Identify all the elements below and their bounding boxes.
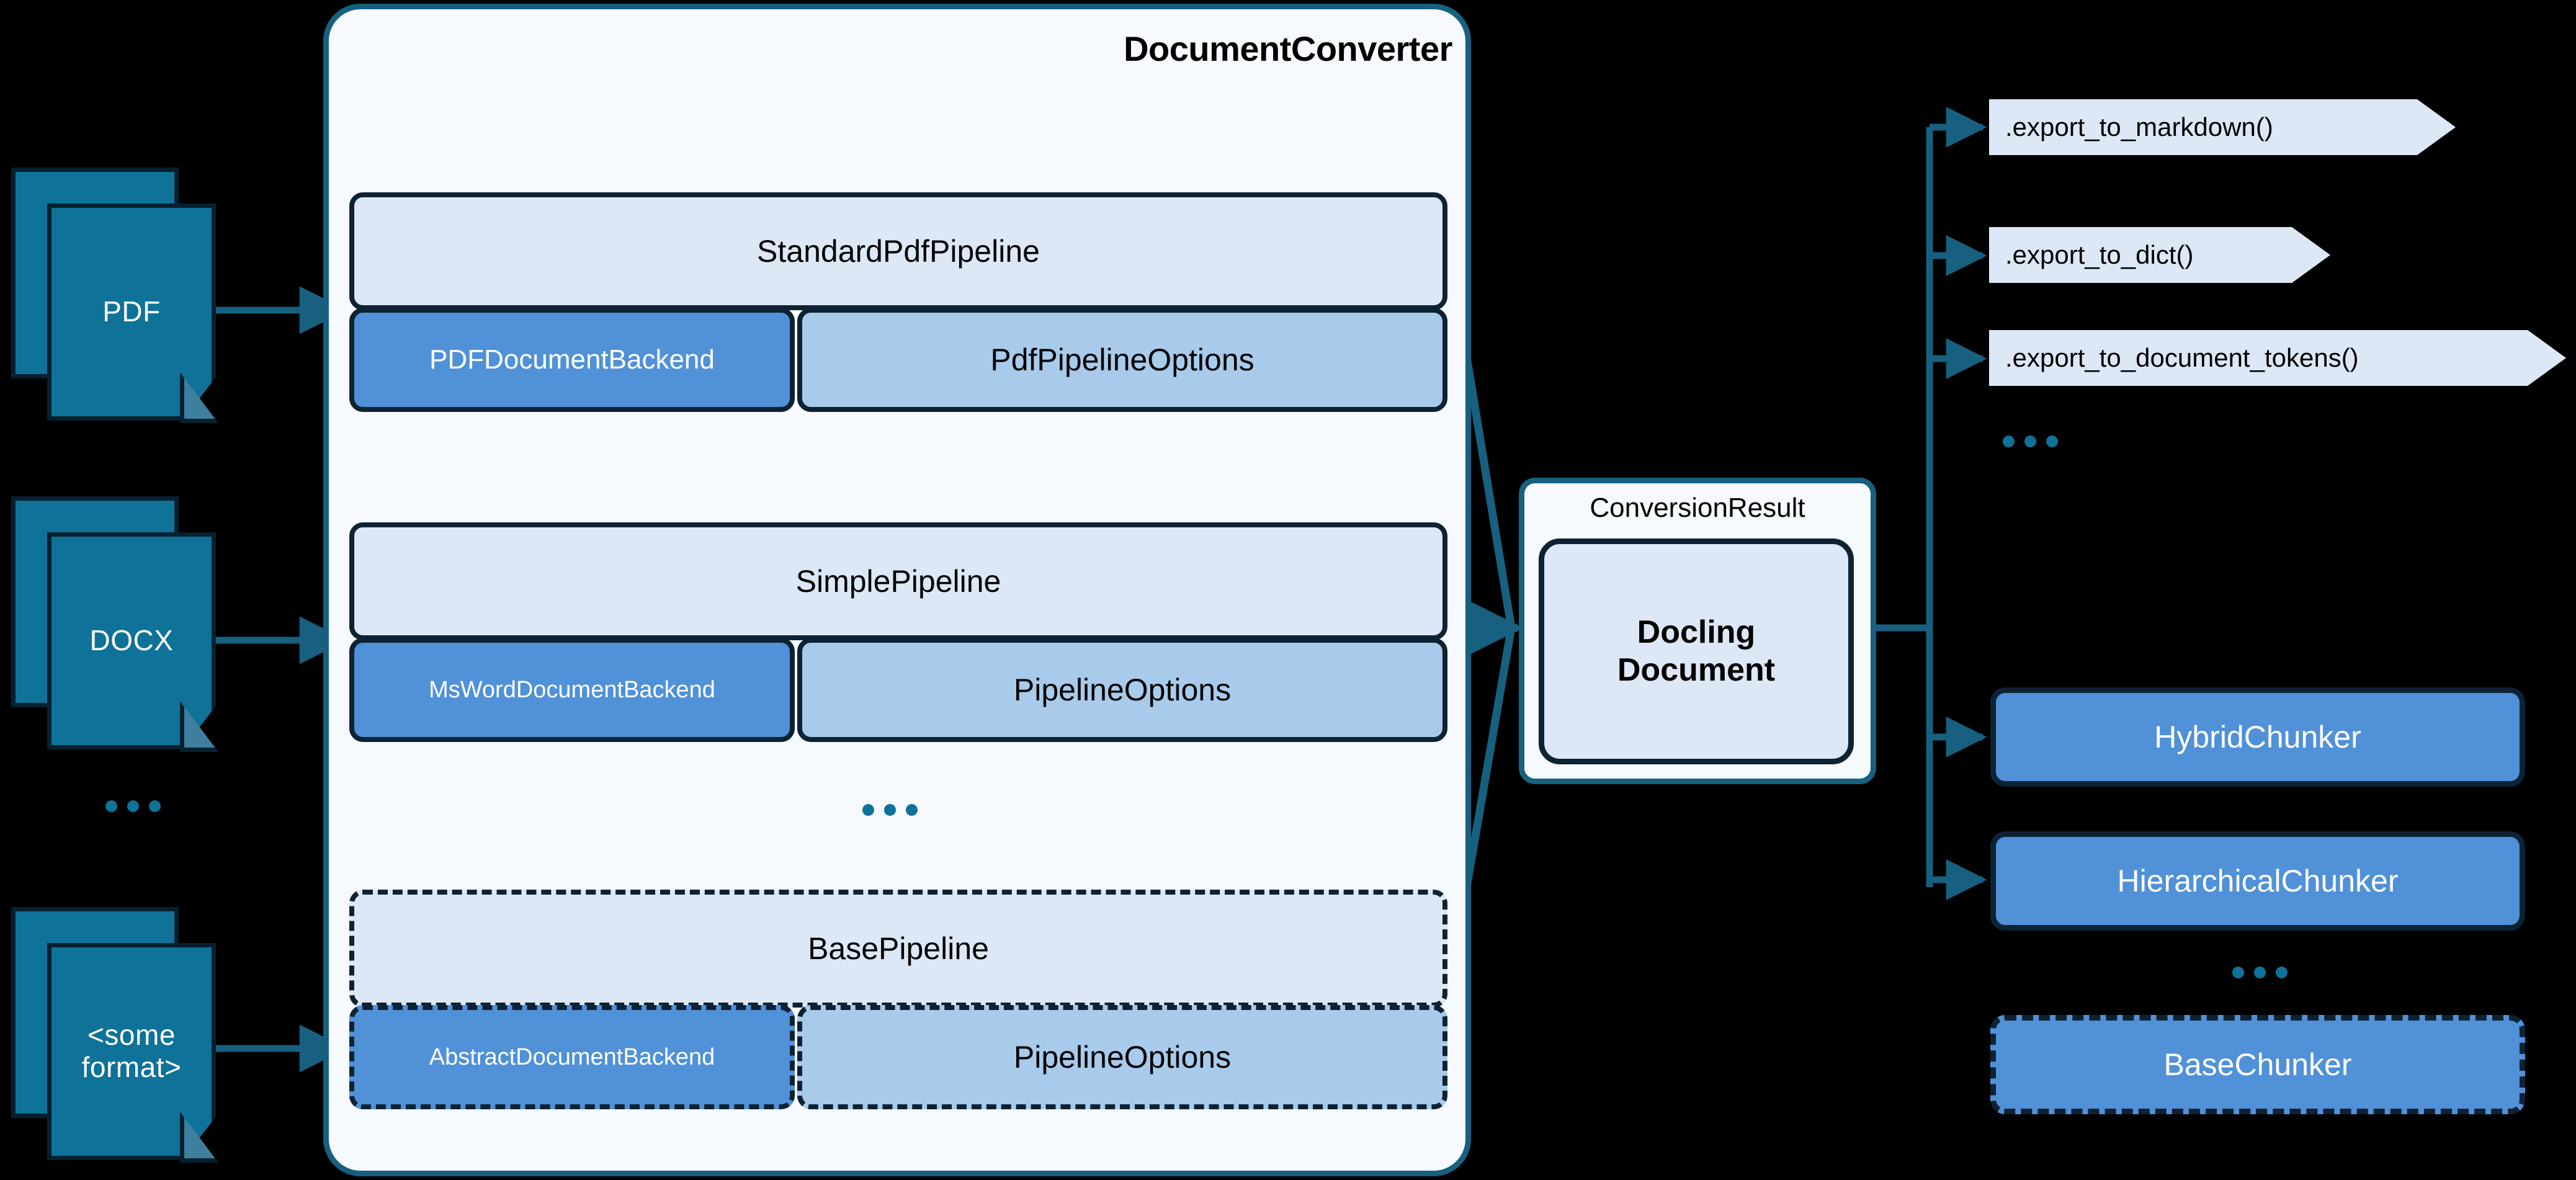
chunker-label-hybrid: HybridChunker (2154, 720, 2361, 754)
export-label-dict: .export_to_dict() (2005, 240, 2194, 269)
chunker-base[interactable]: BaseChunker (1990, 1015, 2525, 1114)
pipeline-base[interactable]: BasePipeline AbstractDocumentBackend Pip… (349, 890, 1447, 1109)
options-pdf-pipeline[interactable]: PdfPipelineOptions (797, 308, 1447, 412)
conversion-result-label: ConversionResult (1590, 493, 1805, 523)
input-doc-docx[interactable]: DOCX (11, 496, 222, 763)
chunkers-ellipsis (2232, 967, 2288, 978)
input-label-pdf: PDF (102, 295, 161, 328)
pipeline-name-base: BasePipeline (349, 890, 1447, 1008)
backend-pdf-document[interactable]: PDFDocumentBackend (349, 308, 795, 412)
inputs-ellipsis (105, 800, 161, 812)
page-title: DocumentConverter (1124, 29, 1452, 68)
pipeline-name-standard-pdf: StandardPdfPipeline (349, 192, 1447, 310)
backend-msword-document[interactable]: MsWordDocumentBackend (349, 638, 795, 742)
export-label-markdown: .export_to_markdown() (2005, 112, 2273, 141)
docling-document-line2: Document (1617, 652, 1776, 688)
docling-document-line1: Docling (1637, 614, 1756, 650)
export-chip-document-tokens[interactable]: .export_to_document_tokens() (1989, 330, 2566, 386)
chunker-label-hierarchical: HierarchicalChunker (2117, 864, 2399, 898)
input-doc-other-format[interactable]: <some format> (11, 907, 222, 1174)
chunker-label-base: BaseChunker (2163, 1047, 2352, 1082)
pipeline-name-simple: SimplePipeline (349, 522, 1447, 640)
options-base-pipeline[interactable]: PipelineOptions (797, 1005, 1447, 1109)
options-simple-pipeline[interactable]: PipelineOptions (797, 638, 1447, 742)
exports-ellipsis (2003, 436, 2058, 447)
chunker-hierarchical[interactable]: HierarchicalChunker (1990, 831, 2525, 931)
input-label-docx: DOCX (89, 624, 174, 657)
chunker-hybrid[interactable]: HybridChunker (1990, 687, 2525, 787)
export-label-document-tokens: .export_to_document_tokens() (2005, 343, 2359, 372)
pipeline-standard-pdf[interactable]: StandardPdfPipeline PDFDocumentBackend P… (349, 192, 1447, 412)
input-label-other-format: <some format> (81, 1019, 182, 1083)
export-chip-dict[interactable]: .export_to_dict() (1989, 227, 2330, 283)
input-doc-pdf[interactable]: PDF (11, 168, 222, 434)
backend-abstract-document[interactable]: AbstractDocumentBackend (349, 1005, 795, 1109)
pipeline-simple[interactable]: SimplePipeline MsWordDocumentBackend Pip… (349, 522, 1447, 742)
export-chip-markdown[interactable]: .export_to_markdown() (1989, 99, 2456, 155)
docling-document-box[interactable]: Docling Document (1539, 539, 1854, 764)
pipelines-ellipsis (862, 804, 918, 816)
